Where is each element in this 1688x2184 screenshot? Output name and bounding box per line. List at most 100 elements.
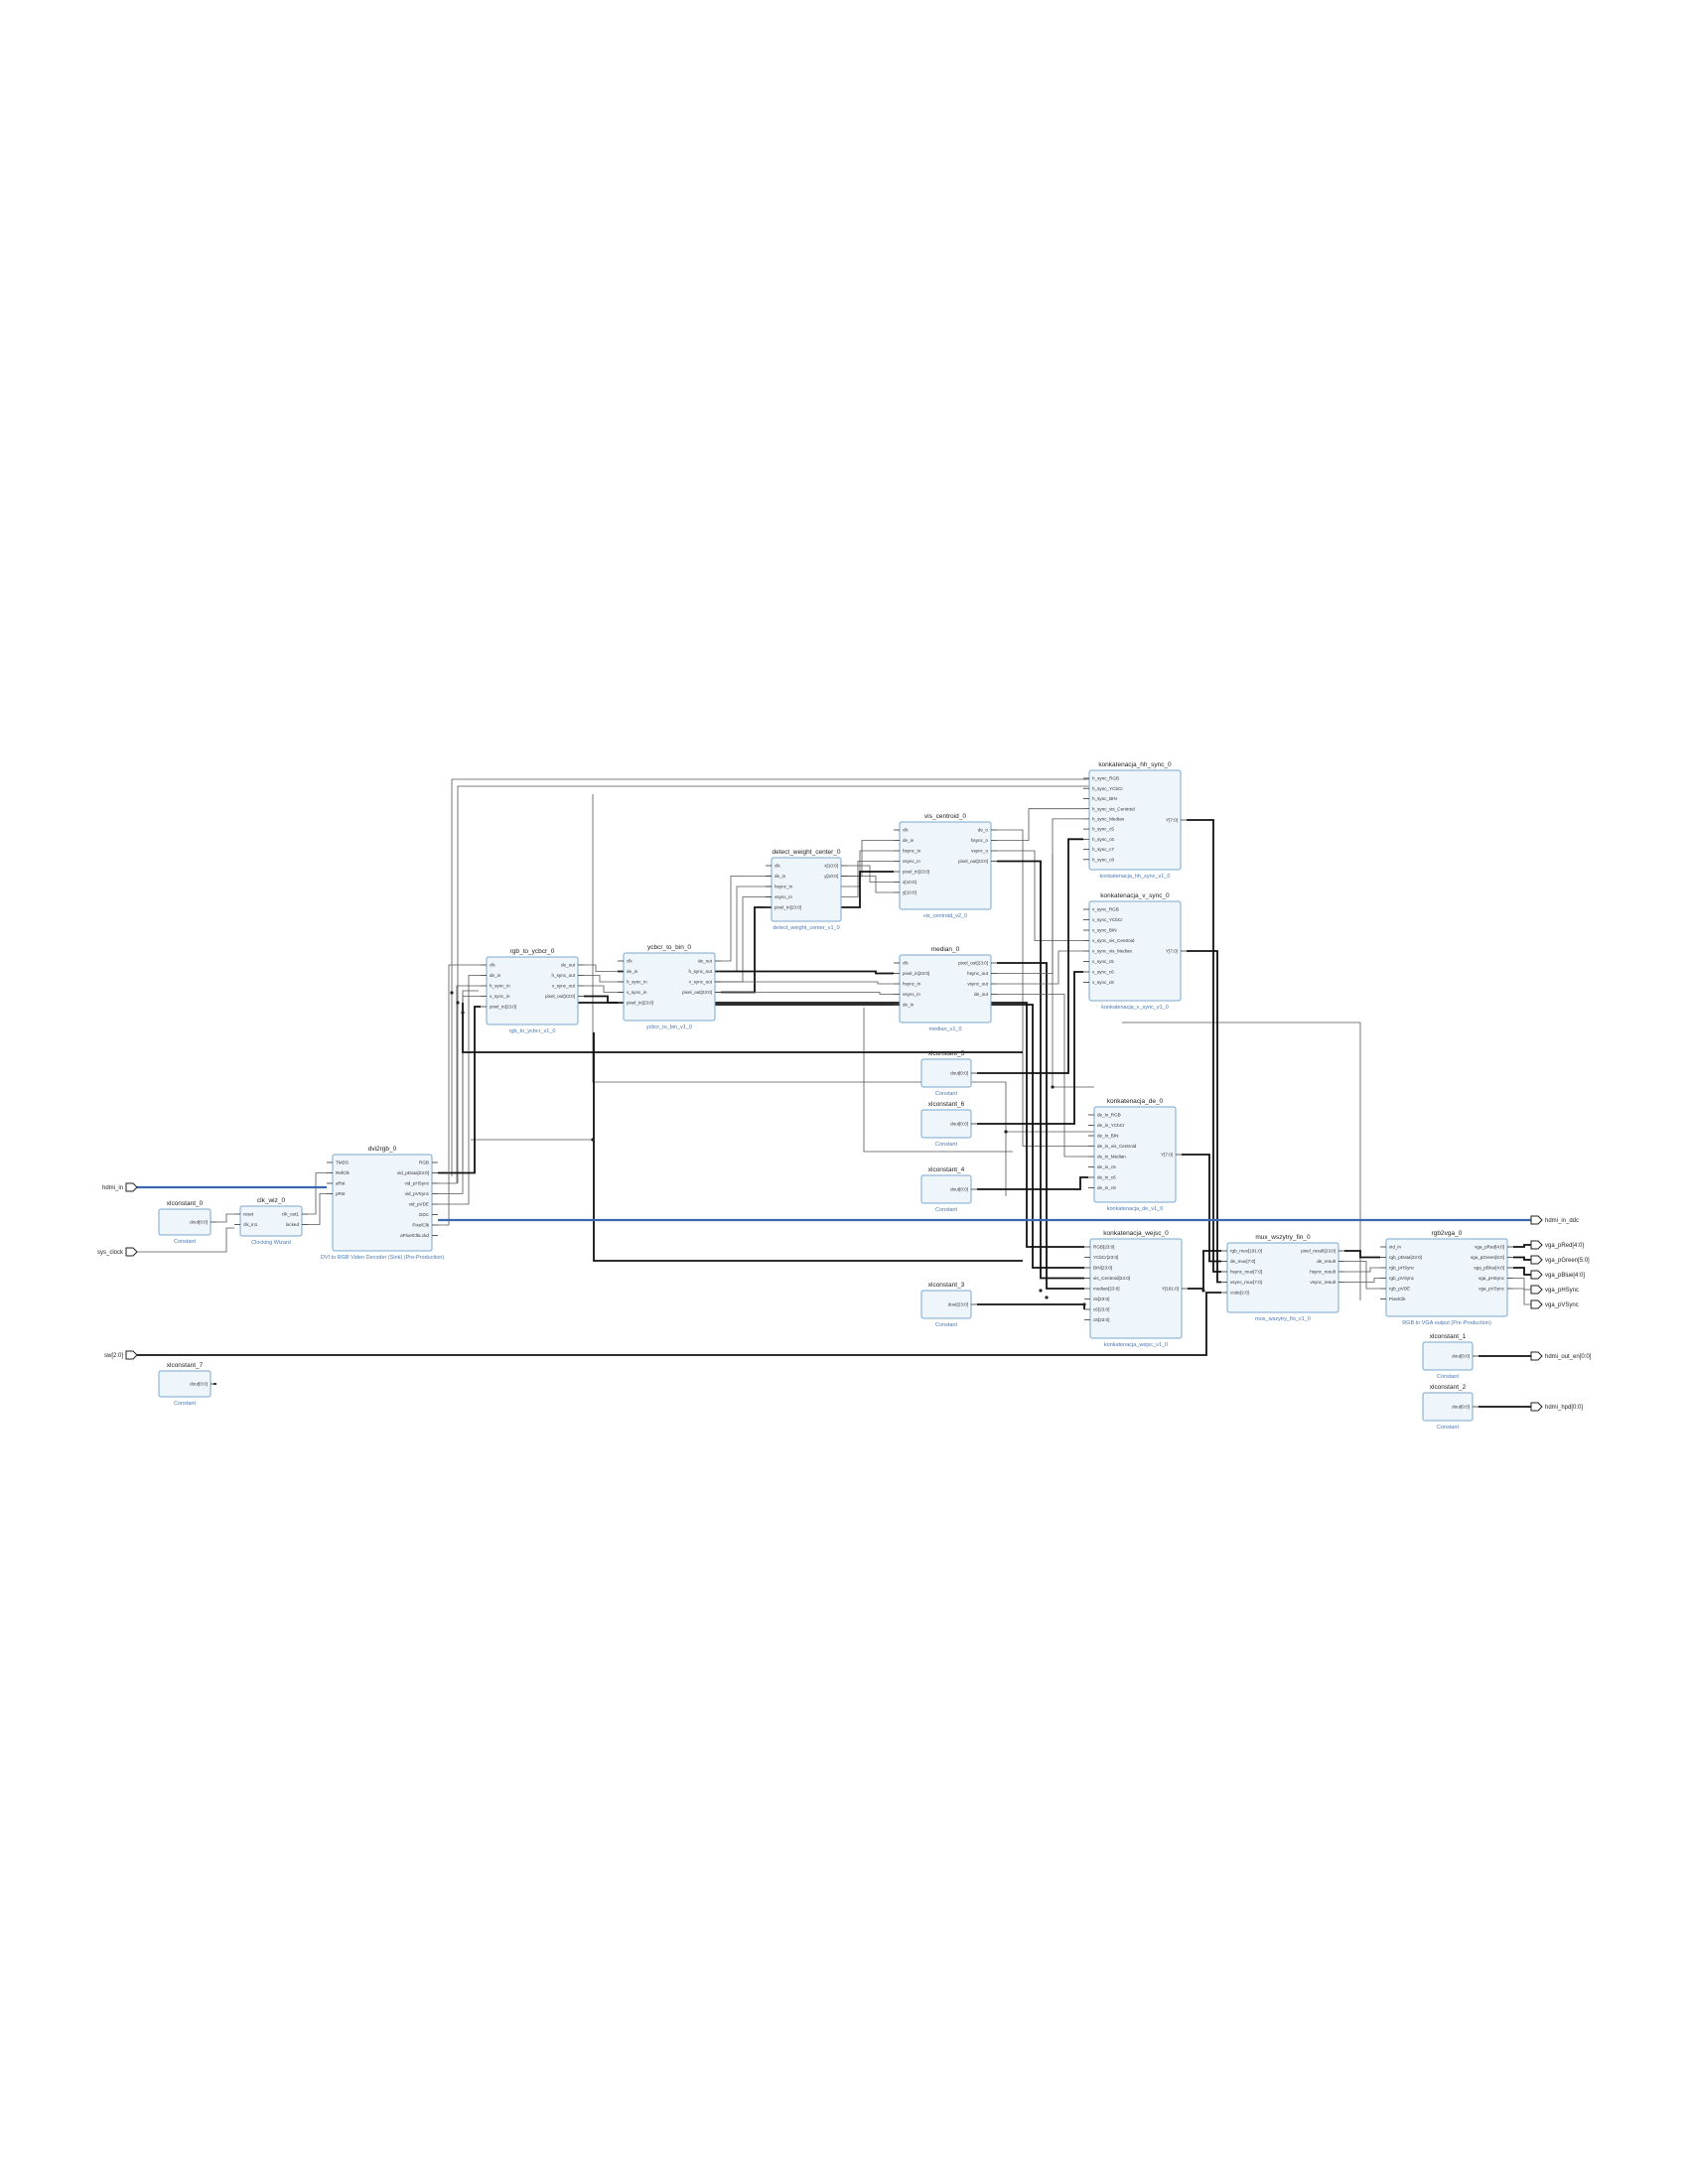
input-port-icon	[125, 1182, 138, 1192]
net-wire	[618, 981, 894, 985]
block-konk_vsync[interactable]: konkatenacja_v_sync_0konkatenacja_v_sync…	[1083, 892, 1187, 1011]
net-wire	[584, 964, 618, 972]
net-junction	[1004, 1130, 1008, 1134]
block-mux[interactable]: mux_wszytry_fin_0mux_wszytry_fin_v1_0rgb…	[1221, 1234, 1344, 1322]
block-title: xlconstant_6	[928, 1101, 965, 1108]
block-body[interactable]	[1226, 1242, 1339, 1313]
output-port-icon	[1530, 1270, 1543, 1280]
port-label: sys_clock	[97, 1250, 124, 1256]
block-konk_hsync[interactable]: konkatenacja_hh_sync_0konkatenacja_hh_sy…	[1083, 761, 1187, 880]
net-wire	[1344, 1250, 1380, 1259]
block-detect[interactable]: detect_weight_center_0detect_weight_cent…	[766, 849, 847, 931]
net-wire	[997, 950, 1083, 985]
output-pin-label: y[10:0]	[824, 874, 838, 879]
net-wire	[721, 896, 766, 983]
port-label: vga_pHSync	[1545, 1288, 1579, 1294]
input-pin-label: v_sync_vis_Median	[1092, 949, 1133, 954]
output-port-icon	[1530, 1255, 1543, 1265]
net-wire	[593, 1032, 1023, 1262]
net-junction	[450, 991, 454, 995]
output-pin-label: vsync_result	[1310, 1280, 1336, 1285]
net-wire	[997, 850, 1083, 941]
block-body[interactable]	[899, 954, 992, 1024]
block-title: dvi2rgb_0	[368, 1146, 397, 1153]
port-hdmi_hpd[interactable]: hdmi_hpd[0:0]	[1530, 1402, 1583, 1412]
block-title: xlconstant_3	[928, 1282, 965, 1289]
block-subtitle: Constant	[1437, 1425, 1459, 1431]
output-pin-label: dout[0:0]	[1452, 1405, 1470, 1410]
block-body[interactable]	[1385, 1238, 1508, 1317]
port-hdmi_out_en[interactable]: hdmi_out_en[0:0]	[1530, 1351, 1592, 1361]
net-junction	[456, 1001, 460, 1005]
port-hdmi_in[interactable]: hdmi_in	[102, 1182, 138, 1192]
output-pin-label: Y[191:0]	[1162, 1287, 1179, 1292]
net-wire	[847, 876, 894, 893]
input-pin-label: rgb_pHSync	[1389, 1266, 1415, 1271]
port-vga_green[interactable]: vga_pGreen[5:0]	[1530, 1255, 1590, 1265]
input-pin-label: h_sync_RGB	[1092, 776, 1119, 781]
input-pin-label: v_sync_RGB	[1092, 907, 1119, 912]
block-body[interactable]	[239, 1205, 303, 1237]
block-body[interactable]	[623, 952, 716, 1022]
input-pin-label: hsync_in	[903, 849, 921, 854]
block-title: ycbcr_to_bin_0	[647, 944, 691, 951]
port-label: hdmi_hpd[0:0]	[1545, 1405, 1583, 1411]
port-vga_vsync[interactable]: vga_pVSync	[1530, 1299, 1579, 1309]
input-pin-label: TMDS	[336, 1160, 349, 1165]
port-vga_red[interactable]: vga_pRed[4:0]	[1530, 1240, 1584, 1250]
input-pin-label: clk	[627, 959, 633, 964]
port-vga_blue[interactable]: vga_pBlue[4:0]	[1530, 1270, 1585, 1280]
net-wire	[1344, 1278, 1380, 1283]
net-wire	[997, 860, 1084, 1280]
output-pin-label: PixelClk	[412, 1223, 429, 1228]
input-pin-label: pixel_in[23:0]	[903, 971, 929, 976]
net-wire	[1344, 1261, 1380, 1290]
output-pin-label: vid_pData[23:0]	[397, 1170, 429, 1175]
net-wire	[584, 985, 618, 993]
port-vga_hsync[interactable]: vga_pHSync	[1530, 1285, 1579, 1295]
block-title: vis_centroid_0	[924, 813, 966, 820]
block-body[interactable]	[486, 956, 579, 1025]
block-vis[interactable]: vis_centroid_0vis_centroid_v2_0clkde_inh…	[894, 813, 997, 919]
port-sw[interactable]: sw[2:0]	[104, 1350, 138, 1360]
input-pin-label: RefClk	[336, 1170, 350, 1175]
block-title: xlconstant_7	[167, 1362, 204, 1369]
block-subtitle: Clocking Wizard	[251, 1240, 291, 1246]
input-pin-label: v_sync_in	[627, 990, 647, 995]
block-median[interactable]: median_0median_v1_0clkpixel_in[23:0]hsyn…	[894, 946, 997, 1032]
net-wire	[584, 995, 618, 1004]
input-pin-label: de_in_RGB	[1097, 1113, 1121, 1118]
block-konk_de[interactable]: konkatenacja_de_0konkatenacja_de_v1_0de_…	[1088, 1098, 1182, 1212]
input-pin-label: de_in_c6	[1097, 1175, 1116, 1180]
input-pin-label: clk	[490, 963, 495, 968]
input-pin-label: pixel_in[23:0]	[774, 905, 801, 910]
input-pin-label: v_sync_BIN	[1092, 928, 1117, 933]
net-wire	[137, 1292, 1221, 1356]
output-pin-label: v_sync_out	[552, 984, 576, 989]
port-sys_clock[interactable]: sys_clock	[97, 1247, 138, 1257]
block-konk_wejsc[interactable]: konkatenacja_wejsc_0konkatenacja_wejsc_v…	[1084, 1230, 1188, 1348]
block-subtitle: konkatenacja_wejsc_v1_0	[1104, 1342, 1168, 1348]
block-ycbcr_to_bin[interactable]: ycbcr_to_bin_0ycbcr_to_bin_v1_0clkde_inh…	[618, 944, 721, 1030]
block-rgb_to_ycbcr[interactable]: rgb_to_ycbcr_0rgb_to_ycbcr_v1_0clkde_inh…	[481, 948, 584, 1034]
block-body[interactable]	[899, 821, 992, 910]
block-subtitle: RGB to VGA output (Pre-Production)	[1402, 1320, 1491, 1326]
net-wire	[462, 990, 479, 1169]
block-body[interactable]	[332, 1154, 433, 1252]
net-wire	[438, 1006, 481, 1174]
block-body[interactable]	[771, 857, 842, 922]
output-pin-label: de_o	[978, 828, 989, 833]
net-junction	[1201, 1289, 1205, 1293]
port-hdmi_in_ddc[interactable]: hdmi_in_ddc	[1530, 1215, 1579, 1225]
